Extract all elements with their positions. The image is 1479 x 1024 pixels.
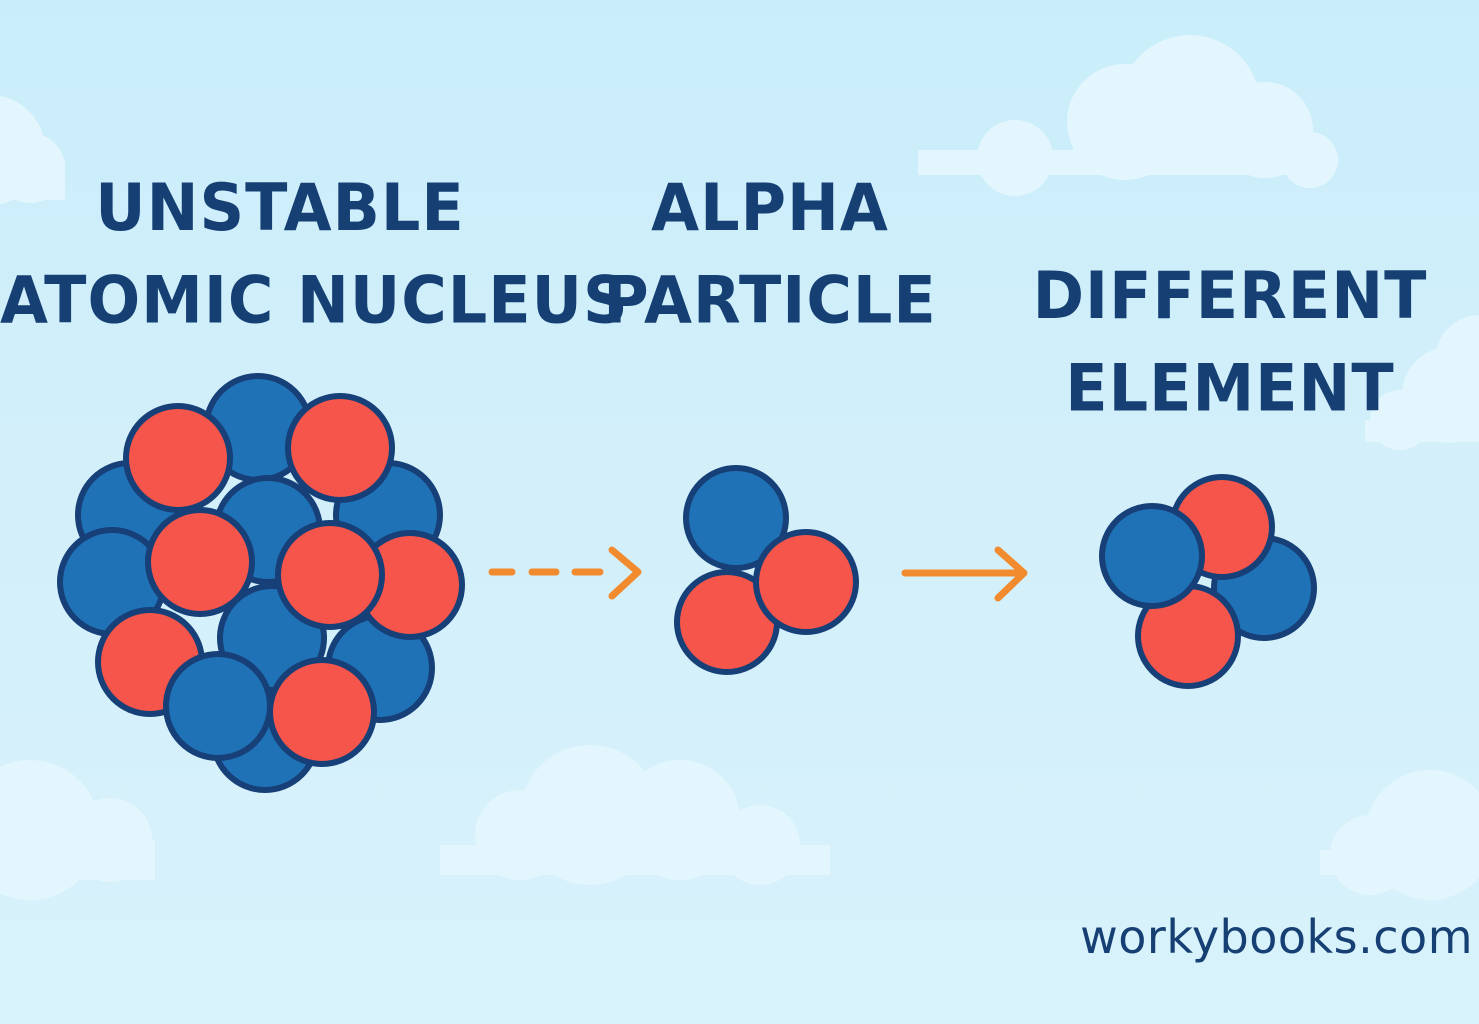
unstable-nucleus-label-line1: UNSTABLE [95,168,465,246]
different-element-cluster [1099,474,1317,689]
dashed-arrow [488,546,642,600]
different-element-label-line1: DIFFERENT [1032,256,1428,334]
cloud-bottom-right [1320,770,1479,900]
alpha-particle-label-line2: PARTICLE [603,261,937,338]
unstable-nucleus-cluster [57,373,465,793]
proton-3 [753,529,859,635]
neutron-4 [1099,503,1205,609]
proton-10 [285,393,395,503]
different-element-label-line2: ELEMENT [1065,349,1395,426]
proton-12 [145,507,255,617]
cloud-bottom-middle [440,745,830,885]
unstable-nucleus-label-line2: ATOMIC NUCLEUS [0,261,629,338]
proton-14 [267,657,377,767]
alpha-particle-label: ALPHA PARTICLE [590,162,950,347]
cloud-right-edge [1365,315,1479,450]
unstable-nucleus-label: UNSTABLE ATOMIC NUCLEUS [0,162,629,347]
cloud-top-right [918,35,1338,196]
neutron-1 [683,465,789,571]
cloud-bottom-left [0,760,155,900]
alpha-particle-label-line1: ALPHA [651,168,889,246]
proton-11 [123,403,233,513]
proton-16 [275,520,385,630]
cloud-top-left [0,95,65,205]
alpha-particle-cluster [674,465,859,675]
neutron-15 [163,651,273,761]
different-element-label: DIFFERENT ELEMENT [1020,250,1440,435]
solid-arrow [901,546,1028,602]
watermark-text: workybooks.com [1080,910,1473,964]
